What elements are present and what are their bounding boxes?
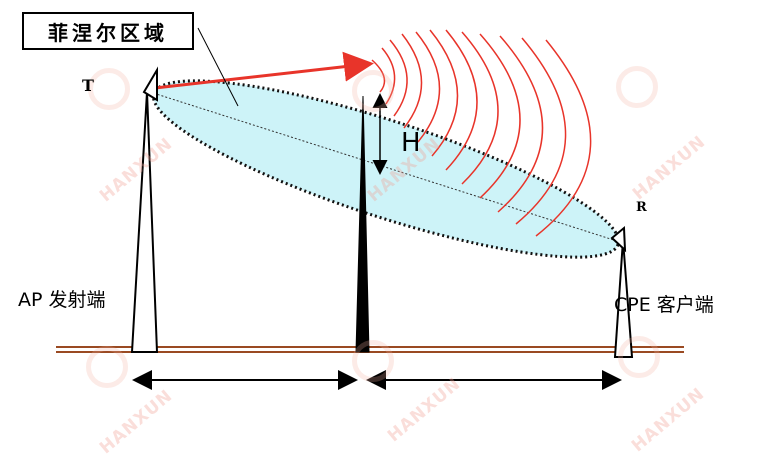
watermark-logo (618, 336, 660, 378)
fresnel-zone-label: 菲涅尔区域 (22, 12, 194, 50)
signal-waves (371, 29, 592, 237)
watermark-logo (352, 340, 394, 382)
clearance-height-label: H (401, 128, 421, 158)
ap-tower (130, 66, 159, 353)
transmit-arrow (154, 51, 374, 90)
watermark-logo (88, 68, 130, 110)
cpe-client-label: CPE 客户端 (614, 294, 714, 316)
label-leader-line (197, 27, 239, 107)
receiver-label: R (636, 200, 647, 215)
ap-transmitter-label: AP 发射端 (18, 289, 106, 311)
watermark-logo (352, 70, 394, 112)
watermark-logo (86, 346, 128, 388)
transmitter-label: T (82, 76, 94, 95)
watermark-logo (616, 66, 658, 108)
